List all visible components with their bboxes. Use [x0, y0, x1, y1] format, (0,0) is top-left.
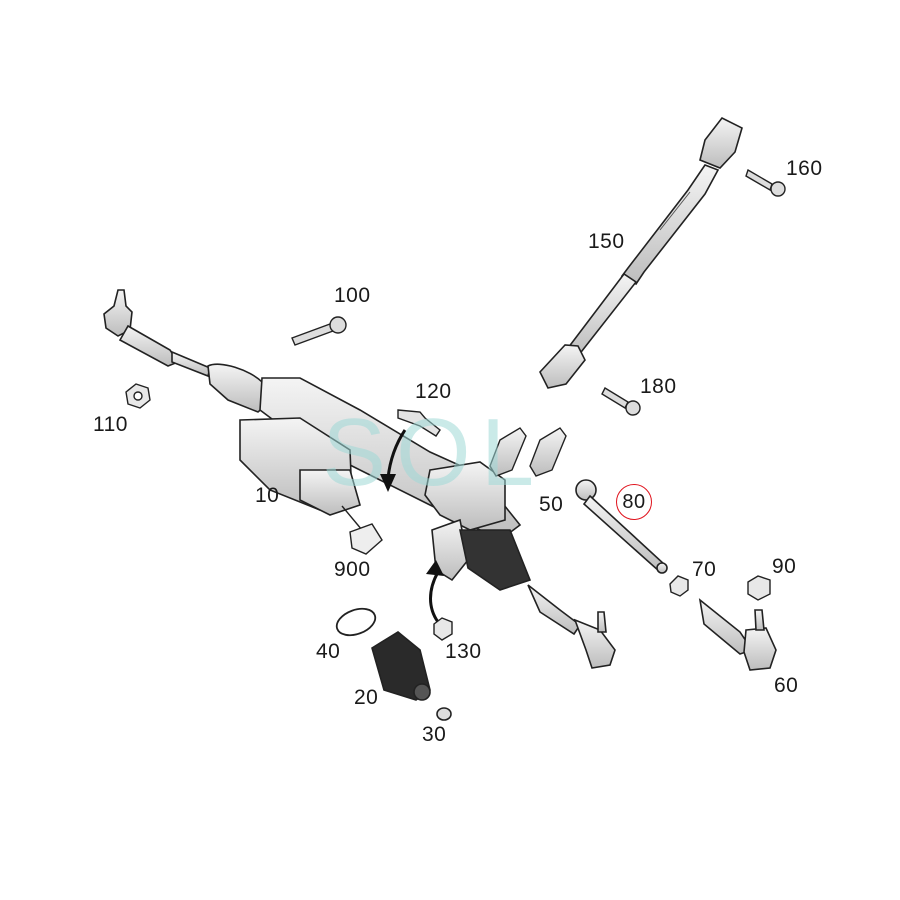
nut-130: [433, 617, 453, 641]
clamp-40: [335, 607, 377, 637]
bracket-120: [397, 409, 441, 437]
callout-120: 120: [415, 380, 452, 403]
callout-130: 130: [445, 640, 482, 663]
nut-70: [669, 575, 689, 597]
watermark: SOL: [322, 399, 545, 506]
callout-60: 60: [774, 674, 799, 697]
callout-40: 40: [316, 640, 341, 663]
callout-100: 100: [334, 284, 371, 307]
tie-rod-end-60: [698, 598, 777, 671]
callout-90: 90: [772, 555, 797, 578]
callout-20: 20: [354, 686, 379, 709]
steering-rack-housing: [207, 363, 522, 582]
inner-tie-rod-80: [575, 479, 668, 574]
callout-180: 180: [640, 375, 677, 398]
arrow-130: [429, 571, 440, 623]
right-tie-rod-end: [527, 584, 616, 669]
clamp-30: [436, 707, 452, 721]
callout-110: 110: [93, 413, 128, 436]
right-bellows: [459, 529, 532, 591]
callout-150: 150: [588, 230, 625, 253]
bolt-100: [291, 316, 347, 346]
callout-900: 900: [334, 558, 371, 581]
intermediate-shaft: [539, 116, 743, 389]
bolt-160: [745, 168, 786, 197]
callout-80: 80: [616, 484, 652, 520]
nut-110: [125, 383, 151, 409]
callout-30: 30: [422, 723, 447, 746]
sensor-50: [489, 427, 567, 477]
callout-160: 160: [786, 157, 823, 180]
callout-10: 10: [255, 484, 280, 507]
callout-50: 50: [539, 493, 564, 516]
arrowhead-130: [426, 560, 444, 576]
bellows-20: [371, 631, 431, 701]
arrow-120: [386, 429, 407, 479]
nut-90: [747, 575, 771, 601]
bolt-180: [601, 387, 641, 416]
callout-70: 70: [692, 558, 717, 581]
part-900: [341, 505, 383, 555]
left-tie-rod-end: [103, 289, 211, 378]
arrowhead-120: [380, 474, 396, 492]
